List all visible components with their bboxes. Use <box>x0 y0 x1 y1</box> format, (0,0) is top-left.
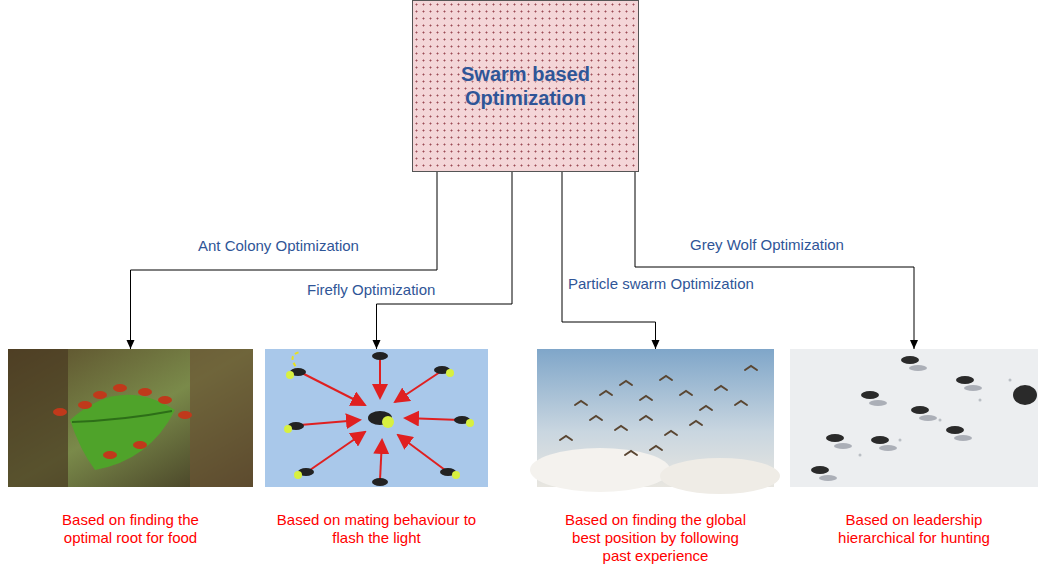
picture-node: Based on mating behaviour to flash the l… <box>265 349 488 487</box>
connector <box>562 172 656 349</box>
picture-node: Based on leadership hierarchical for hun… <box>790 349 1038 487</box>
picture-node: Based on finding the global best positio… <box>537 349 774 487</box>
root-title: Swarm based Optimization <box>451 62 601 110</box>
caption-text: Based on mating behaviour to flash the l… <box>274 511 479 547</box>
ant-photo <box>8 349 253 487</box>
root-box: Swarm based Optimization <box>412 0 639 172</box>
edge-label: Firefly Optimization <box>305 281 437 299</box>
connector <box>131 172 438 349</box>
firefly-picture <box>265 349 488 487</box>
picture-node: Based on finding the optimal root for fo… <box>8 349 253 487</box>
connector <box>377 172 513 349</box>
wolf-pack-photo <box>790 349 1038 487</box>
edge-label: Ant Colony Optimization <box>196 237 361 255</box>
caption-text: Based on leadership hierarchical for hun… <box>824 511 1004 547</box>
connector <box>635 172 914 349</box>
bird-flock-photo <box>530 349 780 494</box>
edge-label: Grey Wolf Optimization <box>688 236 846 254</box>
caption-text: Based on finding the optimal root for fo… <box>41 511 221 547</box>
edge-label: Particle swarm Optimization <box>566 275 756 293</box>
caption-text: Based on finding the global best positio… <box>561 511 751 565</box>
